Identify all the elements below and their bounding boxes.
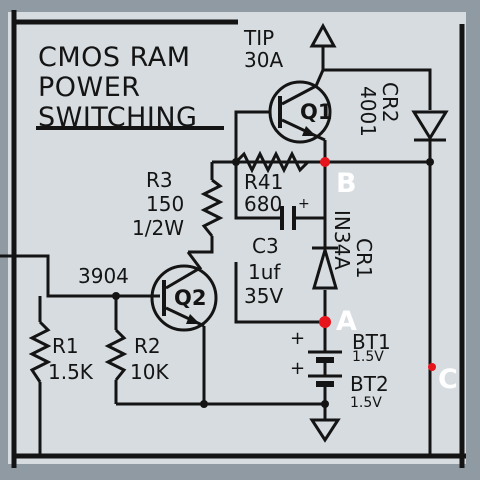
cr1-diode [312,244,338,290]
title-line-1: CMOS RAM [38,42,191,73]
q1-part-line-1: TIP [244,26,275,50]
c3-capacitor [280,206,296,230]
q1-base-wire [234,110,270,162]
c3-ref-label: C3 [252,234,279,258]
border-lines [11,10,466,468]
cr2-part-label: 4001 [356,86,380,137]
r2-zigzag [104,328,128,381]
r41-zigzag [234,150,325,174]
cr1-part-label: IN34A [330,210,354,270]
q2-emitter-arrow [186,314,200,324]
q2-base-input [0,254,160,298]
cr2-diode [411,110,449,142]
junction-right-rail [426,158,434,166]
junction-dots [112,158,434,408]
title-line-2: POWER [38,72,141,103]
r1-ref-label: R1 [52,334,79,358]
r3-value-line-1: 150 [146,192,185,216]
battery-stack [308,350,342,387]
q2-transistor [150,251,218,332]
marker-a-label: A [336,306,357,337]
junction-r41-left [232,158,240,166]
ground-arrow [309,418,341,443]
bt1-polarity: + [290,328,305,349]
marker-b-dot [320,157,330,167]
marker-b-label: B [336,168,357,199]
node-a-row [234,262,325,324]
cr1-ref-label: CR1 [352,238,376,279]
r3-zigzag [200,178,224,237]
c3-voltage-label: 35V [244,284,284,308]
q1-transistor [268,69,332,144]
title-line-3: SWITCHING [38,102,198,133]
r2-ref-label: R2 [134,334,161,358]
marker-a-dot [319,316,331,328]
r1-zigzag [28,320,52,383]
junction-ground [321,400,329,408]
bt2-ref-label: BT2 [350,372,389,396]
cr2-top-wire [323,68,432,110]
junction-r2-top [112,292,120,300]
q1-collector [281,69,325,106]
r41-value-label: 680 [244,192,283,216]
bt2-polarity: + [290,358,305,379]
bt1-voltage-label: 1.5V [352,349,384,365]
cr2-ref-label: CR2 [378,82,402,123]
c3-polarity-mark: + [298,196,310,212]
marker-c-label: C [438,364,458,395]
junction-q2-emitter [200,400,208,408]
cr2-triangle [411,110,449,141]
r2-value-label: 10K [130,360,169,384]
bt2-voltage-label: 1.5V [350,395,382,411]
marker-c-dot [428,363,436,371]
q1-emitter-arrow [302,126,316,136]
q2-part-label: 3904 [78,264,129,288]
q1-ref-label: Q1 [300,100,333,124]
r1-value-label: 1.5K [48,360,93,384]
q2-ref-label: Q2 [174,286,207,310]
c3-left-wire [234,162,282,220]
bt1-ref-label: BT1 [352,330,391,354]
r3-ref-label: R3 [146,168,173,192]
r3-bottom-wire [188,236,214,254]
r41-ref-label: R41 [244,170,284,194]
q2-collector [165,251,203,290]
q2-body [150,264,218,332]
paper [8,12,466,464]
q1-part-line-2: 30A [244,48,284,72]
cr1-triangle [312,244,338,290]
c3-value-label: 1uf [248,260,281,284]
q1-body [268,80,332,144]
r3-value-line-2: 1/2W [132,216,184,240]
